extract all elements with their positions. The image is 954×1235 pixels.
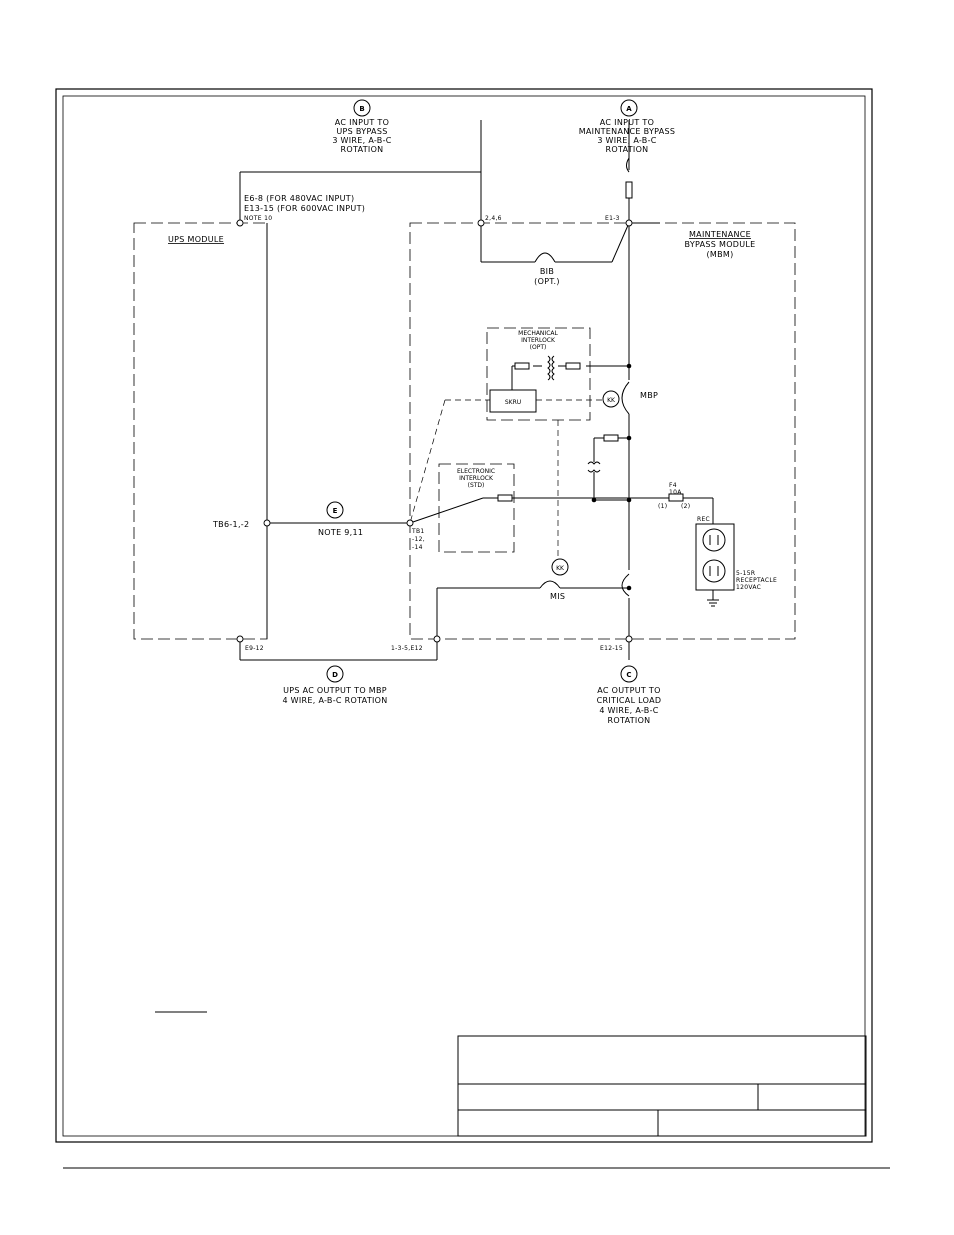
- kk-label-lower: KK: [556, 565, 565, 572]
- elec-interlock-line3: (STD): [468, 482, 485, 489]
- title-block: [457, 1035, 867, 1137]
- mech-interlock-line2: INTERLOCK: [521, 337, 556, 344]
- output-c-line1: AC OUTPUT TO: [597, 686, 660, 695]
- elec-interlock-line2: INTERLOCK: [459, 475, 494, 482]
- elec-interlock-line1: ELECTRONIC: [457, 468, 495, 475]
- input-a-line4: ROTATION: [606, 145, 649, 154]
- input-b-line4: ROTATION: [341, 145, 384, 154]
- e6-label-line3: NOTE 10: [244, 215, 272, 222]
- sheet-border-inner: [62, 95, 866, 1137]
- receptacle-line2: RECEPTACLE: [736, 577, 777, 584]
- skru-label: SKRU: [505, 399, 521, 406]
- rec-label: REC: [697, 516, 710, 523]
- output-d-line1: UPS AC OUTPUT TO MBP: [283, 686, 387, 695]
- mbm-label-line2: BYPASS MODULE: [684, 240, 755, 249]
- terminal-246: 2,4,6: [485, 215, 502, 222]
- mbm-box: [409, 222, 796, 640]
- mechanical-interlock-box: [486, 327, 591, 421]
- input-a-line3: 3 WIRE, A-B-C: [597, 136, 656, 145]
- fuse-pin1: (1): [658, 503, 667, 510]
- f4-label-line2: 10A: [669, 489, 682, 496]
- output-d-line2: 4 WIRE, A-B-C ROTATION: [282, 696, 387, 705]
- tb1-line2: -12,: [412, 536, 425, 543]
- bib-label-line1: BIB: [540, 267, 554, 276]
- tb6-label: TB6-1,-2: [212, 520, 249, 529]
- terminal-e912: E9-12: [245, 645, 264, 652]
- e6-label-line1: E6-8 (FOR 480VAC INPUT): [244, 194, 354, 203]
- sheet-border-outer: [55, 88, 873, 1143]
- callout-c: C: [626, 671, 631, 679]
- terminal-135: 1-3-5,E12: [391, 645, 423, 652]
- note-9-11: NOTE 9,11: [318, 528, 363, 537]
- mbm-label-line3: (MBM): [706, 250, 733, 259]
- input-b-line1: AC INPUT TO: [335, 118, 389, 127]
- input-b-line3: 3 WIRE, A-B-C: [332, 136, 391, 145]
- mech-interlock-line3: (OPT): [530, 344, 547, 351]
- input-b-line2: UPS BYPASS: [336, 127, 387, 136]
- fuse-pin2: (2): [681, 503, 690, 510]
- kk-label-upper: KK: [607, 397, 616, 404]
- ups-module-box: [133, 222, 268, 640]
- tb1-line1: TB1: [411, 528, 425, 535]
- mbp-label: MBP: [640, 391, 658, 400]
- callout-d: D: [332, 671, 338, 679]
- callout-b: B: [359, 105, 364, 113]
- receptacle-line1: 5-15R: [736, 570, 755, 577]
- output-c-line3: 4 WIRE, A-B-C: [599, 706, 658, 715]
- tb1-line3: -14: [412, 544, 423, 551]
- callout-e: E: [333, 507, 338, 515]
- output-c-line4: ROTATION: [608, 716, 651, 725]
- ups-module-label: UPS MODULE: [168, 235, 224, 244]
- f4-label-line1: F4: [669, 482, 677, 489]
- electronic-interlock-box: [438, 463, 515, 553]
- output-c-line2: CRITICAL LOAD: [597, 696, 662, 705]
- bib-label-line2: (OPT.): [534, 277, 560, 286]
- input-a-line1: AC INPUT TO: [600, 118, 654, 127]
- e6-label-line2: E13-15 (FOR 600VAC INPUT): [244, 204, 365, 213]
- terminal-e13: E1-3: [605, 215, 620, 222]
- receptacle-line3: 120VAC: [736, 584, 761, 591]
- mbm-label-line1: MAINTENANCE: [689, 230, 751, 239]
- mis-label: MIS: [550, 592, 565, 601]
- callout-a: A: [626, 105, 632, 113]
- terminal-e1215: E12-15: [600, 645, 623, 652]
- input-a-line2: MAINTENANCE BYPASS: [579, 127, 676, 136]
- mech-interlock-line1: MECHANICAL: [518, 330, 558, 337]
